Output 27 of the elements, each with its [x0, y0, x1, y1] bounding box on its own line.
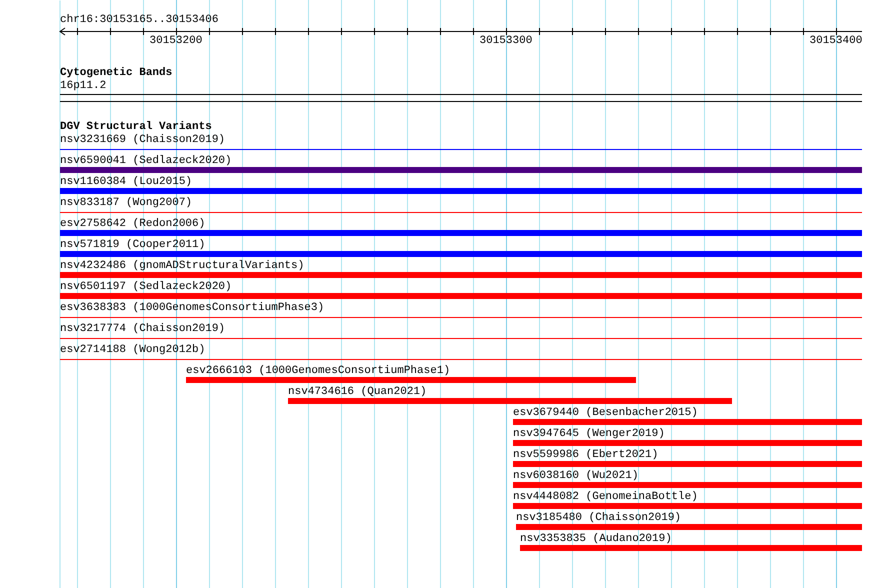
- variant-label: nsv1160384 (Lou2015): [60, 176, 192, 189]
- variant-label: nsv4734616 (Quan2021): [288, 386, 427, 399]
- variant-label: esv2758642 (Redon2006): [60, 218, 206, 231]
- variant-label: nsv5599986 (Ebert2021): [513, 449, 658, 462]
- track-title: Cytogenetic Bands: [60, 67, 172, 80]
- variant-label: nsv6501197 (Sedlazeck2020): [60, 281, 232, 294]
- variant-label: nsv3185480 (Chaisson2019): [516, 512, 682, 525]
- variant-label: nsv833187 (Wong2007): [60, 197, 192, 210]
- variant-label: nsv3231669 (Chaisson2019): [60, 134, 226, 147]
- variant-label: nsv3217774 (Chaisson2019): [60, 323, 226, 336]
- variant-label: esv2714188 (Wong2012b): [60, 344, 206, 357]
- track-title: DGV Structural Variants: [60, 121, 212, 134]
- variant-label: nsv571819 (Cooper2011): [60, 239, 206, 252]
- variant-label: nsv4232486 (gnomADStructuralVariants): [60, 260, 304, 273]
- variant-label: esv3679440 (Besenbacher2015): [513, 407, 698, 420]
- variant-label: esv2666103 (1000GenomesConsortiumPhase1): [186, 365, 450, 378]
- axis-tick-label: 30153400: [810, 35, 862, 48]
- region-coordinates: chr16:30153165..30153406: [60, 14, 218, 27]
- variant-label: nsv4448082 (GenomeinaBottle): [513, 491, 698, 504]
- band-name: 16p11.2: [60, 80, 106, 93]
- variant-label: nsv3353835 (Audano2019): [520, 533, 672, 546]
- variant-label: esv3638383 (1000GenomesConsortiumPhase3): [60, 302, 324, 315]
- variant-label: nsv6038160 (Wu2021): [513, 470, 638, 483]
- axis-tick-label: 30153300: [480, 35, 532, 48]
- variant-label: nsv6590041 (Sedlazeck2020): [60, 155, 232, 168]
- axis-tick-label: 30153200: [150, 35, 202, 48]
- variant-label: nsv3947645 (Wenger2019): [513, 428, 665, 441]
